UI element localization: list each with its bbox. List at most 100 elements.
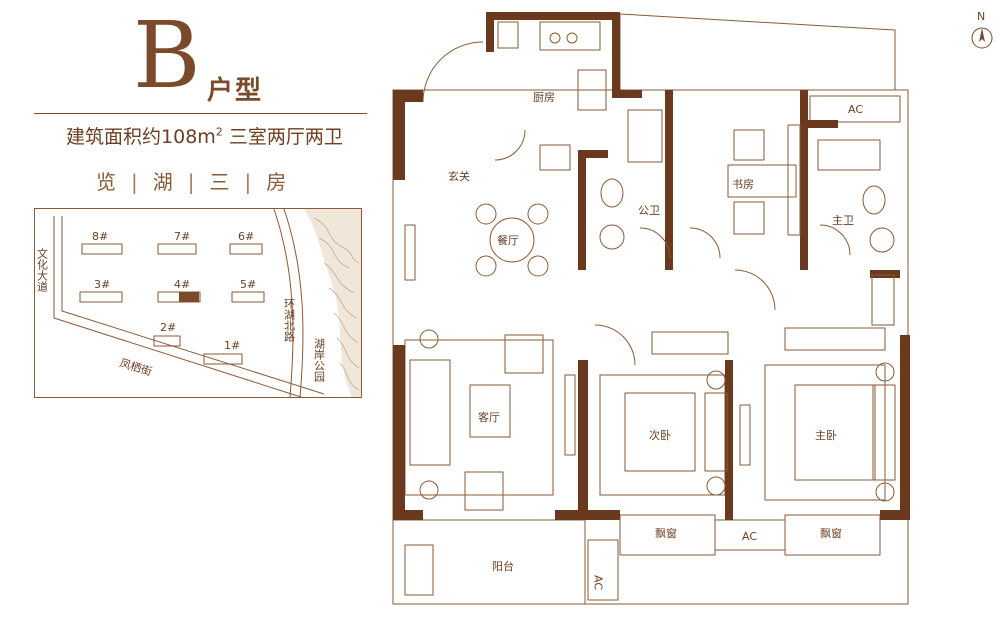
sofa <box>409 359 451 466</box>
tv-cabinet <box>564 374 576 456</box>
road-outline <box>273 208 294 398</box>
building-8 <box>81 243 123 255</box>
wall <box>578 150 608 158</box>
wall <box>393 90 405 180</box>
area-line: 建筑面积约108m2 三室两厅两卫 <box>66 122 343 149</box>
highlight-unit <box>179 292 199 302</box>
plant-pot <box>875 362 895 382</box>
building-label-5: 5# <box>240 278 256 291</box>
study-chair <box>733 129 765 161</box>
building-label-3: 3# <box>94 278 110 291</box>
road-outline <box>53 216 305 398</box>
wall <box>612 12 620 92</box>
wall <box>578 150 586 270</box>
wall <box>870 270 900 278</box>
washbasin <box>599 224 625 250</box>
room-kitchen: 厨房 <box>533 91 555 104</box>
armchair <box>464 471 504 511</box>
study-chair <box>733 201 765 235</box>
ac-unit-balcony <box>587 539 619 601</box>
wardrobe <box>651 331 729 355</box>
toilet <box>600 178 624 208</box>
plant-pot <box>875 482 895 502</box>
wall <box>585 510 620 520</box>
dining-chair <box>527 255 549 277</box>
road-outline <box>283 208 304 398</box>
study-bookshelf <box>787 124 801 236</box>
building-label-1: 1# <box>224 339 240 352</box>
wall <box>880 510 910 520</box>
wall <box>486 12 494 52</box>
ac-unit-top <box>809 95 901 123</box>
building-3 <box>79 291 123 303</box>
north-compass-icon: N <box>971 10 993 49</box>
room-dining: 餐厅 <box>497 233 519 247</box>
ac-label-balcony: AC <box>592 575 605 590</box>
fridge <box>497 21 519 49</box>
stove <box>539 21 601 51</box>
unit-letter: B <box>133 2 201 109</box>
plant-pot <box>419 480 439 500</box>
study-door-swing <box>689 227 721 259</box>
balcony-outline <box>392 519 586 605</box>
building-5 <box>231 291 265 303</box>
second-bed <box>624 392 696 472</box>
ac-label-top: AC <box>848 103 863 116</box>
lake-texture <box>313 217 360 391</box>
wall <box>393 345 405 520</box>
building-7 <box>157 243 197 255</box>
washbasin <box>869 227 895 253</box>
second-door-swing <box>594 324 636 366</box>
master-bed <box>794 384 876 481</box>
building-label-2: 2# <box>160 321 176 334</box>
wall <box>612 90 642 98</box>
wall <box>800 90 808 270</box>
wall <box>486 12 620 20</box>
dining-chair <box>475 255 497 277</box>
toilet <box>862 185 886 215</box>
headboard <box>704 392 728 472</box>
furniture <box>404 21 896 596</box>
building-6 <box>229 243 263 255</box>
armchair <box>504 334 544 374</box>
building-label-7: 7# <box>174 230 190 243</box>
room-master-bath: 主卫 <box>832 214 854 227</box>
room-living: 客厅 <box>478 410 500 424</box>
wall <box>808 120 838 128</box>
wall <box>725 360 733 520</box>
area-prefix: 建筑面积约 <box>66 126 162 148</box>
dining-chair <box>527 203 549 225</box>
shoe-cabinet <box>404 224 416 281</box>
tag-separator: | <box>131 170 139 194</box>
wall <box>578 360 588 520</box>
bath-door-swing <box>639 227 671 259</box>
dining-chair <box>475 203 497 225</box>
burner <box>566 32 578 44</box>
lake-area <box>304 209 361 397</box>
ac-label-bottom: AC <box>742 530 757 543</box>
road-label-lake-north: 环湖北路 <box>283 298 296 343</box>
room-study: 书房 <box>732 178 754 191</box>
burner <box>549 32 561 44</box>
title-divider <box>34 113 367 114</box>
park-label: 湖岸公园 <box>313 338 326 383</box>
compass-needle <box>979 28 985 42</box>
building-label-8: 8# <box>92 230 108 243</box>
buildings <box>79 243 265 365</box>
tag-4: 房 <box>266 170 288 194</box>
plant-pot <box>706 370 726 390</box>
coffee-table <box>469 384 511 438</box>
master-door-swing <box>734 269 776 311</box>
tv-cabinet <box>739 404 751 466</box>
building-label-6: 6# <box>238 230 254 243</box>
room-master-bed: 主卧 <box>815 429 837 442</box>
roof-outline <box>619 13 896 90</box>
master-bed-zone <box>764 364 886 501</box>
area-suffix: 三室两厅两卫 <box>228 126 343 148</box>
road-label-culture: 文化大道 <box>36 247 49 292</box>
area-unit-sup: 2 <box>215 125 223 139</box>
entry-door-swing <box>422 41 484 103</box>
tag-3: 三 <box>209 170 231 194</box>
study-desk <box>727 164 797 198</box>
washer <box>539 144 571 171</box>
